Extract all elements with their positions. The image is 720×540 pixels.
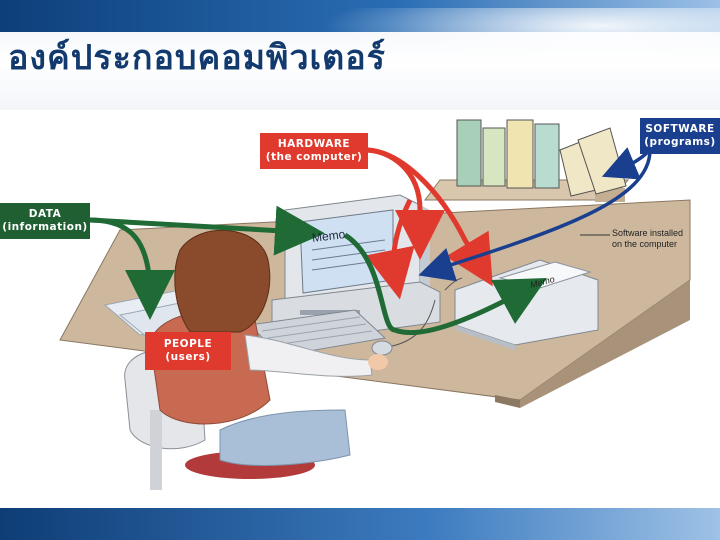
computer-components-diagram: Memo Memo HARDWARE (the computer) SOFTWA… [0,110,720,510]
data-sublabel: (information) [0,221,90,234]
slide-header: องค์ประกอบคอมพิวเตอร์ [0,0,720,110]
note-line-1: Software installed [612,228,683,239]
slide-title: องค์ประกอบคอมพิวเตอร์ [8,30,386,84]
software-label: SOFTWARE [640,123,720,136]
hardware-sublabel: (the computer) [260,151,368,164]
data-callout: DATA (information) [0,203,90,239]
footer-band [0,508,720,540]
data-label: DATA [0,208,90,221]
people-label: PEOPLE [145,338,231,351]
hardware-label: HARDWARE [260,138,368,151]
people-callout: PEOPLE (users) [145,332,231,370]
book-powerpoint [507,120,533,188]
software-installed-note: Software installed on the computer [612,228,683,250]
people-sublabel: (users) [145,351,231,364]
book-illustrator [535,124,559,188]
hardware-callout: HARDWARE (the computer) [260,133,368,169]
software-callout: SOFTWARE (programs) [640,118,720,154]
software-sublabel: (programs) [640,136,720,149]
mouse [372,341,392,355]
book-excel [483,128,505,186]
book-pagemaker [457,120,481,186]
diagram-illustration [0,110,720,510]
note-line-2: on the computer [612,239,683,250]
